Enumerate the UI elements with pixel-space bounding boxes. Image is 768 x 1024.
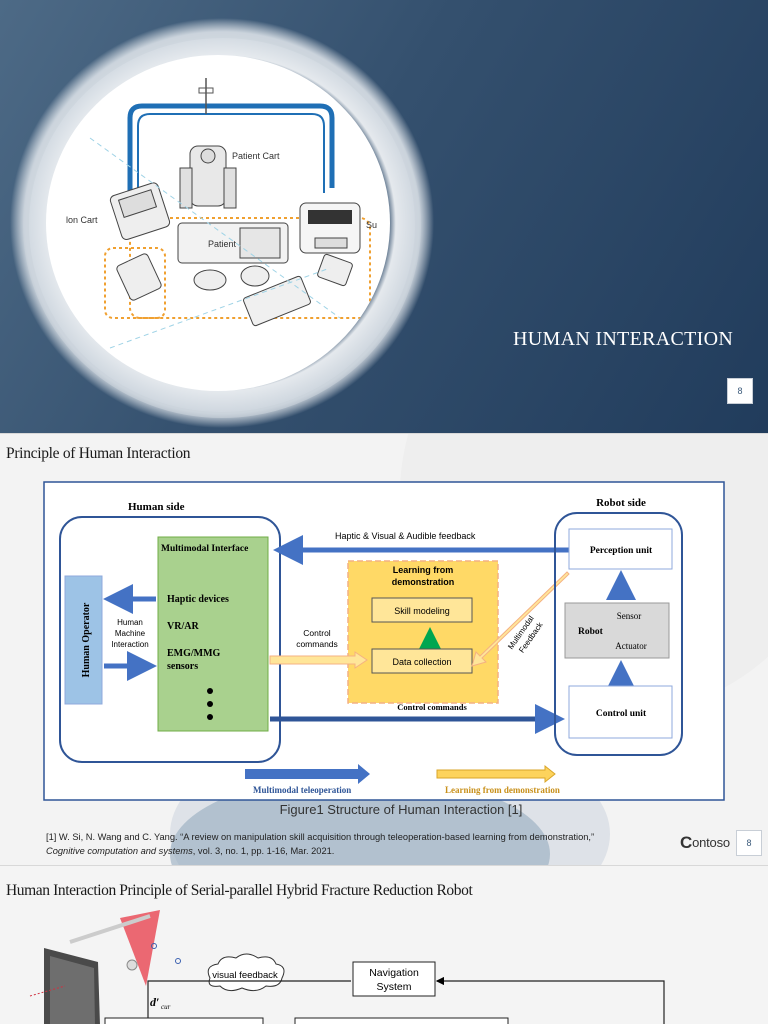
feedback-label: Haptic & Visual & Audible feedback [335, 531, 476, 541]
control-commands-label-1: Control [303, 628, 331, 638]
patient-label: Patient [208, 239, 237, 249]
bottom-box-right [294, 1017, 509, 1024]
navigation-feedback-line [435, 976, 665, 1024]
robot-side-box [554, 512, 683, 756]
bottom-box-left [104, 1017, 264, 1024]
fracture-robot-diagram: visual feedback Navigation System d′ cur [29, 910, 665, 1024]
multimodal-interface-box [157, 536, 269, 732]
slide-title: HUMAN INTERACTION [513, 328, 734, 350]
perception-unit-label: Perception unit [590, 546, 653, 556]
legend-lfd-label: Learning from demonstration [445, 785, 560, 795]
human-operator-box [64, 575, 103, 705]
multimodal-interface-label: Multimodal Interface [161, 544, 248, 554]
legend-lfd-arrow [436, 764, 556, 784]
hmi-label-1: Human [117, 618, 143, 627]
fracture-robot-slide: Human Interaction Principle of Serial-pa… [0, 865, 768, 1024]
slide-heading: Principle of Human Interaction [6, 445, 191, 462]
contoso-logo: Contoso [680, 833, 730, 852]
lfd-title-2: demonstration [392, 577, 455, 587]
ellipsis-dot [207, 714, 213, 720]
page-number-badge: 8 [736, 830, 762, 856]
skill-modeling-box [371, 597, 473, 623]
patient-cart-label: Patient Cart [232, 151, 280, 161]
d-cur-symbol: d′ [150, 995, 159, 1009]
skill-modeling-label: Skill modeling [394, 606, 450, 616]
perception-unit-box [568, 528, 673, 570]
reference-details: , vol. 3, no. 1, pp. 1-16, Mar. 2021. [192, 846, 335, 856]
human-side-label: Human side [128, 501, 185, 513]
control-unit-box [568, 685, 673, 739]
ellipsis-dot [207, 688, 213, 694]
left-cart-label: lon Cart [66, 215, 98, 225]
human-side-box [59, 516, 281, 763]
navigation-system-box [352, 961, 436, 997]
projection-cone [120, 910, 160, 986]
page-number-badge: 8 [727, 378, 753, 404]
haptic-devices-label: Haptic devices [167, 594, 229, 605]
control-unit-label: Control unit [596, 709, 647, 719]
sensor-label: Sensor [617, 611, 642, 621]
figure-caption: Figure1 Structure of Human Interaction [… [279, 802, 523, 817]
reference-line-1: [1] W. Si, N. Wang and C. Yang. “A revie… [46, 832, 595, 842]
d-cur-subscript: cur [161, 1003, 171, 1011]
robot-label: Robot [578, 627, 604, 637]
hmi-label-2: Machine [115, 629, 146, 638]
loop-line-left [147, 980, 351, 1024]
visual-feedback-label: visual feedback [212, 970, 278, 981]
data-collection-label: Data collection [392, 657, 451, 667]
legend-teleop-arrow [245, 764, 370, 784]
robot-side-label: Robot side [596, 497, 646, 509]
hmi-label-3: Interaction [111, 640, 148, 649]
control-commands-bottom-label: Control commands [397, 702, 467, 712]
robot-box [564, 602, 670, 659]
human-interaction-structure-diagram: Human side Human Operator Human Machine … [43, 481, 725, 801]
vr-ar-label: VR/AR [167, 621, 199, 632]
human-operator-label: Human Operator [81, 602, 92, 677]
principle-slide: Principle of Human Interaction Human sid… [0, 433, 768, 865]
reference: [1] W. Si, N. Wang and C. Yang. “A revie… [46, 830, 594, 858]
control-commands-label-2: commands [296, 639, 338, 649]
lfd-title-1: Learning from [393, 565, 454, 575]
emg-mmg-label: EMG/MMG [167, 648, 221, 659]
reference-journal: Cognitive computation and systems [46, 846, 193, 856]
surgical-room-illustration: Patient Cart Patient lon Cart Su [10, 18, 434, 428]
navigation-label-1: Navigation [369, 967, 419, 979]
data-collection-box [371, 648, 473, 674]
actuator-label: Actuator [615, 641, 647, 651]
title-slide: Patient Cart Patient lon Cart Su [0, 0, 768, 433]
navigation-label-2: System [376, 981, 411, 993]
right-label: Su [366, 220, 377, 230]
slide-heading: Human Interaction Principle of Serial-pa… [6, 882, 473, 899]
legend-teleop-label: Multimodal teleoperation [253, 785, 351, 795]
sensors-label: sensors [167, 661, 198, 672]
control-commands-hollow-arrow [269, 651, 368, 669]
ellipsis-dot [207, 701, 213, 707]
